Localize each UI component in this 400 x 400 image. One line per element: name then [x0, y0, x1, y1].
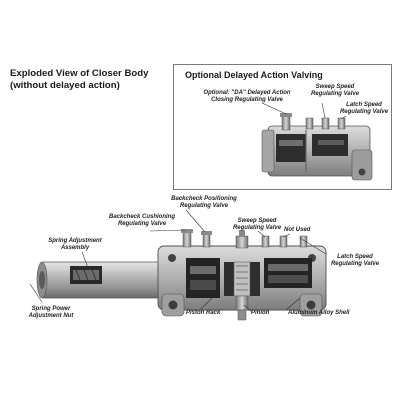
sweep-speed-line2: Regulating Valve	[232, 224, 282, 231]
main-title-line2: (without delayed action)	[10, 79, 120, 91]
piston-rack-label: Piston Rack	[186, 310, 221, 316]
aluminum-shell-label: Aluminum Alloy Shell	[288, 310, 350, 316]
inset-sweep-label: Sweep Speed Regulating Valve	[300, 84, 370, 98]
spring-adjustment-line1: Spring Adjustment	[48, 238, 102, 244]
inset-title: Optional Delayed Action Valving	[185, 70, 323, 80]
inset-da-label-line1: Optional: "DA" Delayed Action	[203, 90, 291, 96]
inset-sweep-label-line2: Regulating Valve	[310, 90, 360, 97]
main-title: Exploded View of Closer Body (without de…	[10, 68, 180, 91]
sweep-speed-label: Sweep Speed Regulating Valve	[226, 218, 288, 232]
inset-latch-label-line2: Regulating Valve	[339, 108, 389, 115]
inset-closer-illustration	[261, 102, 373, 181]
pinion-label: Pinion	[251, 310, 270, 316]
backcheck-positioning-line1: Backcheck Positioning	[171, 196, 237, 202]
spring-power-nut-label: Spring Power Adjustment Nut	[20, 306, 82, 320]
latch-speed-line1: Latch Speed	[337, 254, 373, 260]
spring-adjustment-label: Spring Adjustment Assembly	[40, 238, 110, 252]
main-closer-illustration	[29, 209, 327, 321]
inset-da-valve-label: Optional: "DA" Delayed Action Closing Re…	[187, 90, 307, 104]
backcheck-positioning-label: Backcheck Positioning Regulating Valve	[158, 196, 250, 210]
inset-latch-label: Latch Speed Regulating Valve	[336, 102, 392, 116]
latch-speed-label: Latch Speed Regulating Valve	[324, 254, 386, 268]
inset-sweep-label-line1: Sweep Speed	[315, 84, 355, 90]
main-title-line1: Exploded View of Closer Body	[10, 68, 149, 79]
spring-power-nut-line2: Adjustment Nut	[28, 312, 74, 319]
backcheck-cushioning-line2: Regulating Valve	[117, 220, 167, 227]
latch-speed-line2: Regulating Valve	[330, 260, 380, 267]
spring-adjustment-line2: Assembly	[60, 244, 90, 251]
backcheck-positioning-line2: Regulating Valve	[179, 202, 229, 209]
inset-da-label-line2: Closing Regulating Valve	[211, 96, 283, 103]
inset-latch-label-line1: Latch Speed	[346, 102, 382, 108]
not-used-label: Not Used	[284, 227, 311, 233]
spring-power-nut-line1: Spring Power	[31, 306, 71, 312]
sweep-speed-line1: Sweep Speed	[237, 218, 277, 224]
backcheck-cushioning-label: Backcheck Cushioning Regulating Valve	[96, 214, 188, 228]
backcheck-cushioning-line1: Backcheck Cushioning	[108, 214, 176, 220]
